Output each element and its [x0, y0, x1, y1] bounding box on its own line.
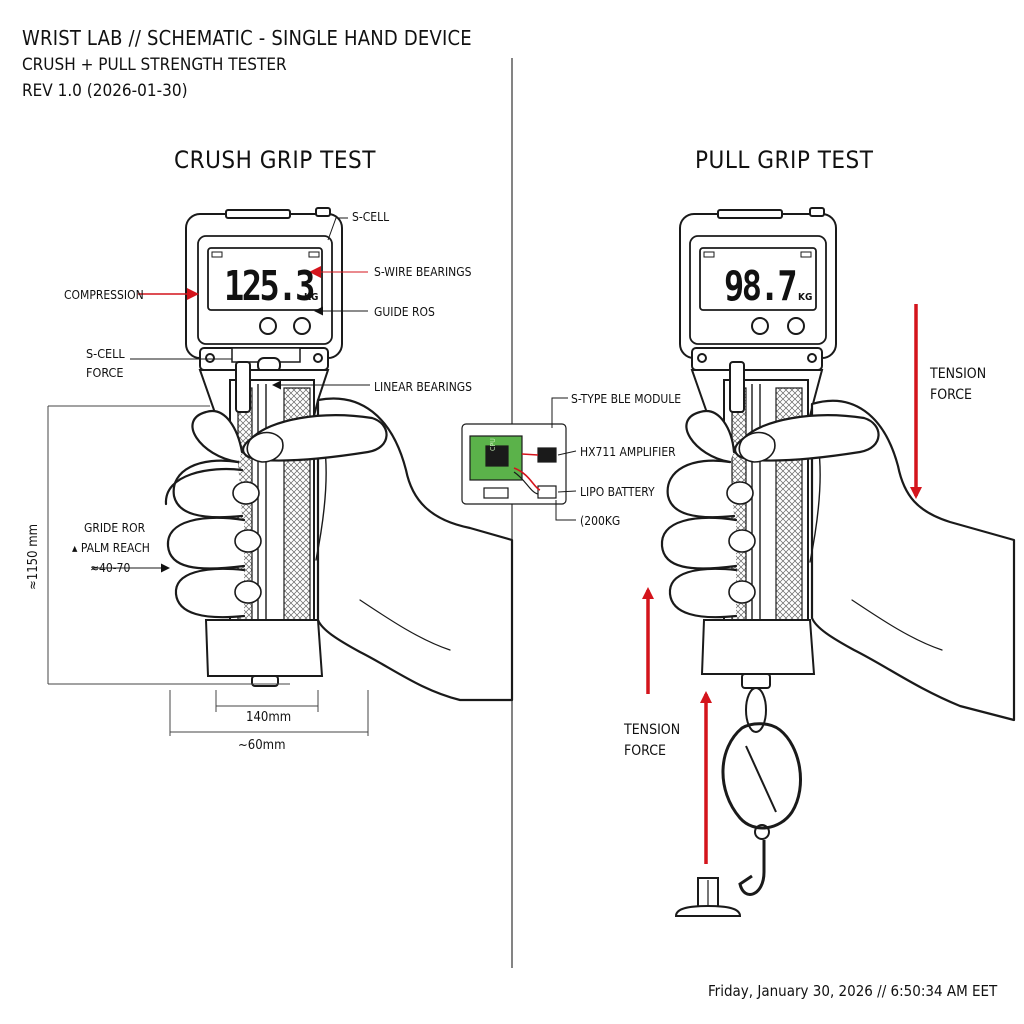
revision-label: REV 1.0 (2026-01-30): [22, 81, 188, 101]
electronics-leader-lines: [551, 397, 577, 521]
linear-bearings-label: LINEAR BEARINGS: [374, 380, 472, 394]
schematic-subtitle: CRUSH + PULL STRENGTH TESTER: [22, 55, 287, 75]
height-dimension: ≈1150 mm: [26, 523, 41, 590]
timestamp: Friday, January 30, 2026 // 6:50:34 AM E…: [708, 982, 998, 1000]
compression-label: COMPRESSION: [64, 288, 144, 302]
tension-force-top-line1: TENSION: [930, 366, 987, 382]
battery-label: LIPO BATTERY: [580, 485, 655, 499]
s-cell-force-label-line2: FORCE: [86, 365, 124, 380]
crush-display-value: 125.3: [224, 262, 332, 310]
s-wire-bearings-label: S-WIRE BEARINGS: [374, 265, 472, 279]
crush-reading: 125.3: [224, 262, 315, 310]
capacity-label: (200KG: [580, 514, 621, 528]
s-cell-label: S-CELL: [352, 210, 390, 224]
crush-hand: [164, 397, 514, 702]
tension-arrows: [642, 304, 922, 864]
amplifier-label: HX711 AMPLIFIER: [580, 445, 676, 459]
s-cell-force-label-line1: S-CELL: [86, 346, 125, 361]
chip-label: CPU: [489, 438, 497, 451]
crush-grip-title: CRUSH GRIP TEST: [174, 146, 376, 174]
pull-grip-title: PULL GRIP TEST: [695, 146, 874, 174]
crush-display-unit: KG: [304, 292, 319, 303]
pull-reading: 98.7: [724, 262, 798, 310]
pull-display-unit: KG: [798, 292, 813, 303]
schematic-title: WRIST LAB // SCHEMATIC - SINGLE HAND DEV…: [22, 26, 472, 50]
pull-display-value: 98.7: [724, 262, 811, 310]
crush-leader-lines: [92, 217, 370, 573]
crush-dimension-lines: [47, 405, 369, 736]
tension-force-bottom-line2: FORCE: [624, 743, 666, 759]
electronics-module: [461, 423, 567, 505]
tension-force-top-line2: FORCE: [930, 387, 972, 403]
palm-reach-text: PALM REACH: [80, 541, 150, 555]
tension-force-bottom-line1: TENSION: [624, 722, 681, 738]
palm-reach-label: ▴ PALM REACH: [72, 541, 150, 555]
depth-dimension: ~60mm: [238, 738, 286, 753]
pull-hand: [660, 399, 1016, 722]
width-dimension: 140mm: [246, 710, 292, 725]
ble-module-label: S-TYPE BLE MODULE: [571, 392, 682, 406]
reach-range-label: ≈40-70: [90, 561, 131, 575]
guide-ror-label: GRIDE ROR: [84, 521, 146, 535]
guide-ros-label: GUIDE ROS: [374, 305, 435, 319]
